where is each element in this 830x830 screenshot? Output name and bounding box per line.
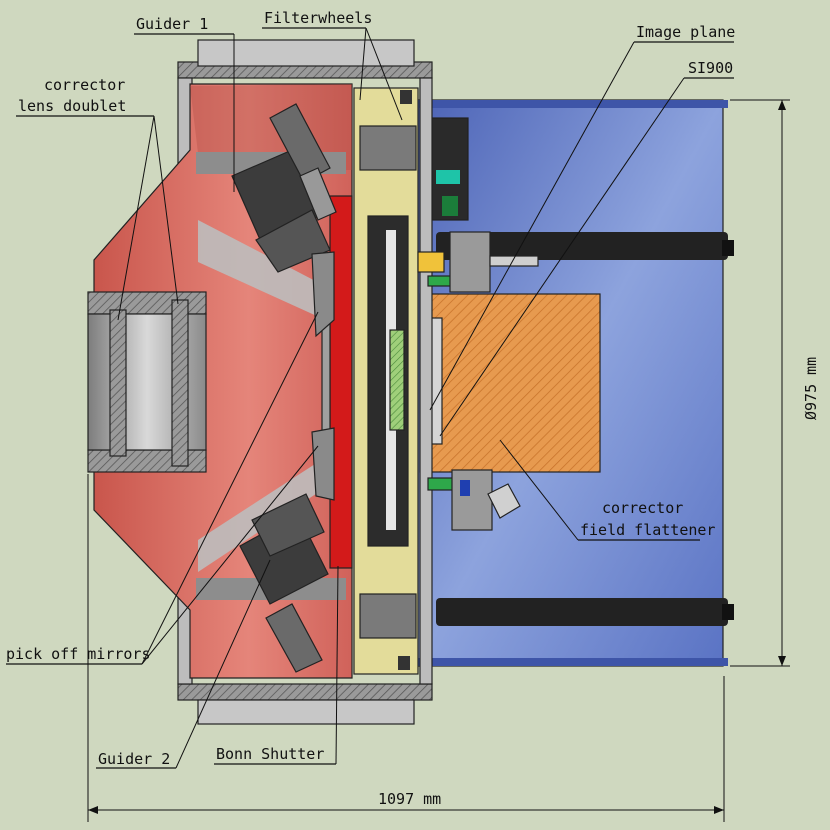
label-width: 1097 mm bbox=[378, 790, 441, 808]
label-pick-off-mirrors: pick off mirrors bbox=[6, 645, 151, 663]
corrector-doublet bbox=[87, 291, 207, 473]
label-guider-1: Guider 1 bbox=[136, 15, 208, 33]
leader-lines bbox=[6, 27, 734, 769]
label-si900: SI900 bbox=[688, 59, 733, 77]
label-filterwheels: Filterwheels bbox=[264, 9, 372, 27]
guider-1-assembly bbox=[231, 103, 337, 273]
label-corrector-doublet-2: lens doublet bbox=[18, 97, 126, 115]
filterwheel-assembly bbox=[353, 87, 419, 675]
annotation-labels: Guider 1 Filterwheels Image plane SI900 … bbox=[6, 9, 820, 808]
diameter-dimension bbox=[730, 99, 790, 667]
label-corrector-doublet-1: corrector bbox=[44, 76, 125, 94]
label-image-plane: Image plane bbox=[636, 23, 735, 41]
label-guider-2: Guider 2 bbox=[98, 750, 170, 768]
bonn-shutter bbox=[321, 195, 353, 569]
label-corrector-flattener-2: field flattener bbox=[580, 521, 715, 539]
label-corrector-flattener-1: corrector bbox=[602, 499, 683, 517]
label-diameter: Ø975 mm bbox=[802, 357, 820, 420]
guider-2-assembly bbox=[239, 493, 329, 673]
width-dimension bbox=[87, 474, 725, 822]
label-bonn-shutter: Bonn Shutter bbox=[216, 745, 324, 763]
mount-details bbox=[417, 231, 539, 531]
sensor-block bbox=[419, 293, 601, 473]
